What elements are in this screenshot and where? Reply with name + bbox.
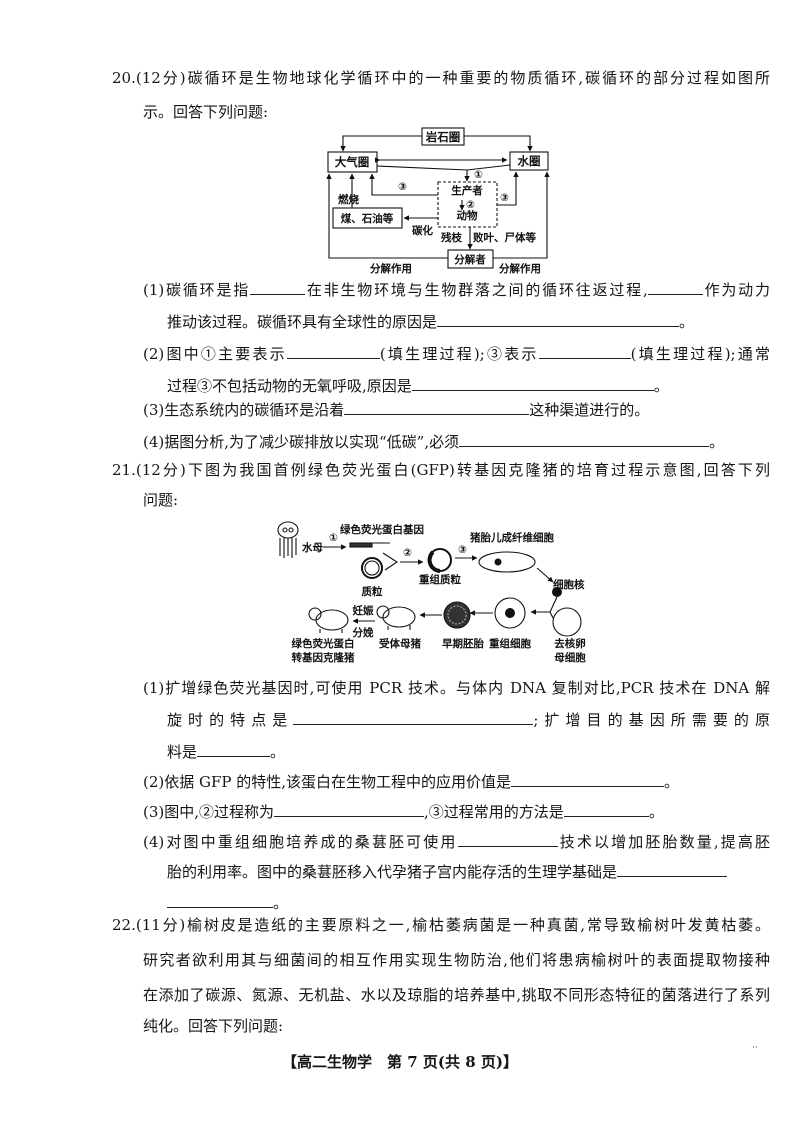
arrow-decomp-left: [326, 173, 448, 259]
clone-label-1: 绿色荧光蛋白: [292, 637, 355, 650]
clone-pig-icon: [308, 607, 349, 633]
q22-stem-line4: 纯化。回答下列问题:: [143, 1017, 284, 1035]
jellyfish-icon: [277, 521, 299, 558]
num-3-right: ③: [500, 192, 509, 204]
q20-part2-line2: 过程③不包括动物的无氧呼吸,原因是。: [167, 375, 669, 395]
answer-blank[interactable]: [459, 431, 710, 447]
recipient-label: 受体母猪: [379, 637, 421, 650]
num-1: ①: [474, 169, 483, 181]
num-3: ③: [458, 544, 467, 556]
egg-label-2: 母细胞: [554, 651, 586, 664]
q20-part2-line1: (2)图中①主要表示(填生理过程);③表示(填生理过程);通常: [143, 343, 771, 363]
num-1: ①: [329, 532, 338, 544]
q20-part1-line2: 推动该过程。碳循环具有全球性的原因是。: [167, 311, 695, 331]
recombinant-cell-label: 重组细胞: [489, 637, 531, 650]
jellyfish-label: 水母: [301, 541, 323, 554]
answer-blank[interactable]: [437, 311, 680, 327]
arrow-rock-atmosphere: [340, 135, 422, 152]
enucleated-egg: [552, 607, 582, 637]
q21-part1-line1: (1)扩增绿色荧光基因时,可使用 PCR 技术。与体内 DNA 复制对比,PCR…: [143, 679, 770, 697]
answer-blank[interactable]: [538, 343, 631, 359]
plasmid-label: 质粒: [362, 585, 383, 598]
producer-label: 生产者: [451, 184, 483, 197]
nucleus-dot: [552, 587, 562, 597]
fibroblast-cell: [478, 551, 536, 573]
answer-blank[interactable]: [563, 801, 649, 817]
recipient-pig-icon: [376, 605, 416, 630]
num-3-left: ③: [398, 181, 407, 193]
atmosphere-label: 大气圈: [335, 155, 370, 169]
residue-label-2: 败叶、尸体等: [473, 231, 536, 244]
fibroblast-label: 猪胎儿成纤维细胞: [469, 531, 554, 544]
gene-bar: [349, 542, 373, 548]
q20-stem-line2: 示。回答下列问题:: [143, 103, 269, 121]
burn-label: 燃烧: [338, 193, 359, 206]
answer-blank[interactable]: [293, 709, 534, 725]
q22-stem-line2: 研究者欲利用其与细菌间的相互作用实现生物防治,他们将患病榆树叶的表面提取物接种: [143, 951, 770, 969]
q22-stem-line3: 在添加了碳源、氮源、无机盐、水以及琼脂的培养基中,挑取不同形态特征的菌落进行了系…: [143, 986, 770, 1004]
clone-label-2: 转基因克隆猪: [292, 651, 355, 664]
q21-part1-line3: 料是。: [167, 741, 286, 761]
plasmid-icon: [361, 557, 383, 579]
corner-mark: ··: [752, 1043, 758, 1053]
answer-blank[interactable]: [457, 831, 558, 847]
arrow-to-producer: [376, 164, 511, 181]
num-2: ②: [466, 199, 475, 211]
answer-blank[interactable]: [411, 375, 654, 391]
q21-part4-line1: (4)对图中重组细胞培养成的桑葚胚可使用技术以增加胚胎数量,提高胚: [143, 831, 770, 851]
decomposer-label: 分解者: [454, 253, 486, 266]
answer-blank[interactable]: [286, 343, 380, 359]
fossil-box: [332, 207, 403, 229]
answer-blank[interactable]: [617, 861, 728, 877]
animal-label: 动物: [457, 209, 478, 222]
water-label: 水圈: [518, 154, 541, 168]
num-2: ②: [403, 547, 412, 559]
gfp-pig-diagram: 水母 ① 绿色荧光蛋白基因 质粒 ② 重组质粒 ③ 猪胎儿成纤维细胞 细胞核 去…: [277, 521, 586, 664]
rock-label: 岩石圈: [425, 130, 461, 144]
page-footer: 【高二生物学 第 7 页(共 8 页)】: [282, 1053, 518, 1071]
q21-stem-line1: 21.(12分)下图为我国首例绿色荧光蛋白(GFP)转基因克隆猪的培育过程示意图…: [112, 461, 770, 479]
q21-stem-line2: 问题:: [143, 491, 179, 509]
answer-blank[interactable]: [197, 741, 271, 757]
answer-blank[interactable]: [511, 771, 665, 787]
arrow-3-left: [369, 173, 438, 196]
q22-stem-line1: 22.(11分)榆树皮是造纸的主要原料之一,榆枯萎病菌是一种真菌,常导致榆树叶发…: [112, 916, 770, 934]
q21-part2: (2)依据 GFP 的特性,该蛋白在生物工程中的应用价值是。: [143, 771, 680, 791]
q21-part4-line3: 。: [167, 891, 770, 915]
q20-part1-line1: (1)碳循环是指在非生物环境与生物群落之间的循环往返过程,作为动力: [143, 279, 770, 299]
water-box: [509, 151, 549, 171]
q21-part4-line2: 胎的利用率。图中的桑葚胚移入代孕猪子宫内能存活的生理学基础是: [167, 860, 770, 884]
decomposer-box: [447, 249, 494, 269]
egg-label-1: 去核卵: [554, 637, 586, 650]
q20-part4: (4)据图分析,为了减少碳排放以实现“低碳”,必须。: [143, 431, 725, 451]
recombinant-cell: [494, 597, 526, 629]
answer-blank[interactable]: [250, 279, 306, 295]
fossil-label: 煤、石油等: [341, 212, 394, 225]
q20-part3: (3)生态系统内的碳循环是沿着这种渠道进行的。: [143, 399, 650, 419]
recombinant-plasmid-label: 重组质粒: [419, 573, 461, 586]
pregnancy-label: 妊娠: [353, 604, 374, 617]
q21-part3: (3)图中,②过程称为,③过程常用的方法是。: [143, 801, 664, 821]
decomp-right-label: 分解作用: [499, 262, 541, 275]
nucleus-label: 细胞核: [553, 578, 585, 591]
arrow-rock-water: [464, 135, 533, 152]
residue-label: 残枝: [441, 231, 462, 244]
gene-label: 绿色荧光蛋白基因: [340, 523, 424, 536]
answer-blank[interactable]: [647, 279, 703, 295]
q21-part1-line2: 旋时的特点是;扩增目的基因所需要的原: [167, 709, 770, 729]
carbon-cycle-diagram: 岩石圈 大气圈 水圈 生产者 动物 煤、石油等 分解者 燃烧 碳化 残枝 败叶、…: [326, 127, 550, 275]
q20-stem-line1: 20.(12分)碳循环是生物地球化学循环中的一种重要的物质循环,碳循环的部分过程…: [112, 69, 770, 87]
carbonize-label: 碳化: [412, 224, 433, 237]
birth-label: 分娩: [353, 626, 374, 639]
answer-blank[interactable]: [274, 801, 425, 817]
arrow-decomp-right: [493, 171, 550, 259]
decomp-left-label: 分解作用: [370, 262, 412, 275]
answer-blank[interactable]: [344, 399, 530, 415]
arrow-3-right: [497, 171, 519, 206]
answer-blank[interactable]: [167, 892, 273, 908]
embryo-label: 早期胚胎: [442, 637, 484, 650]
